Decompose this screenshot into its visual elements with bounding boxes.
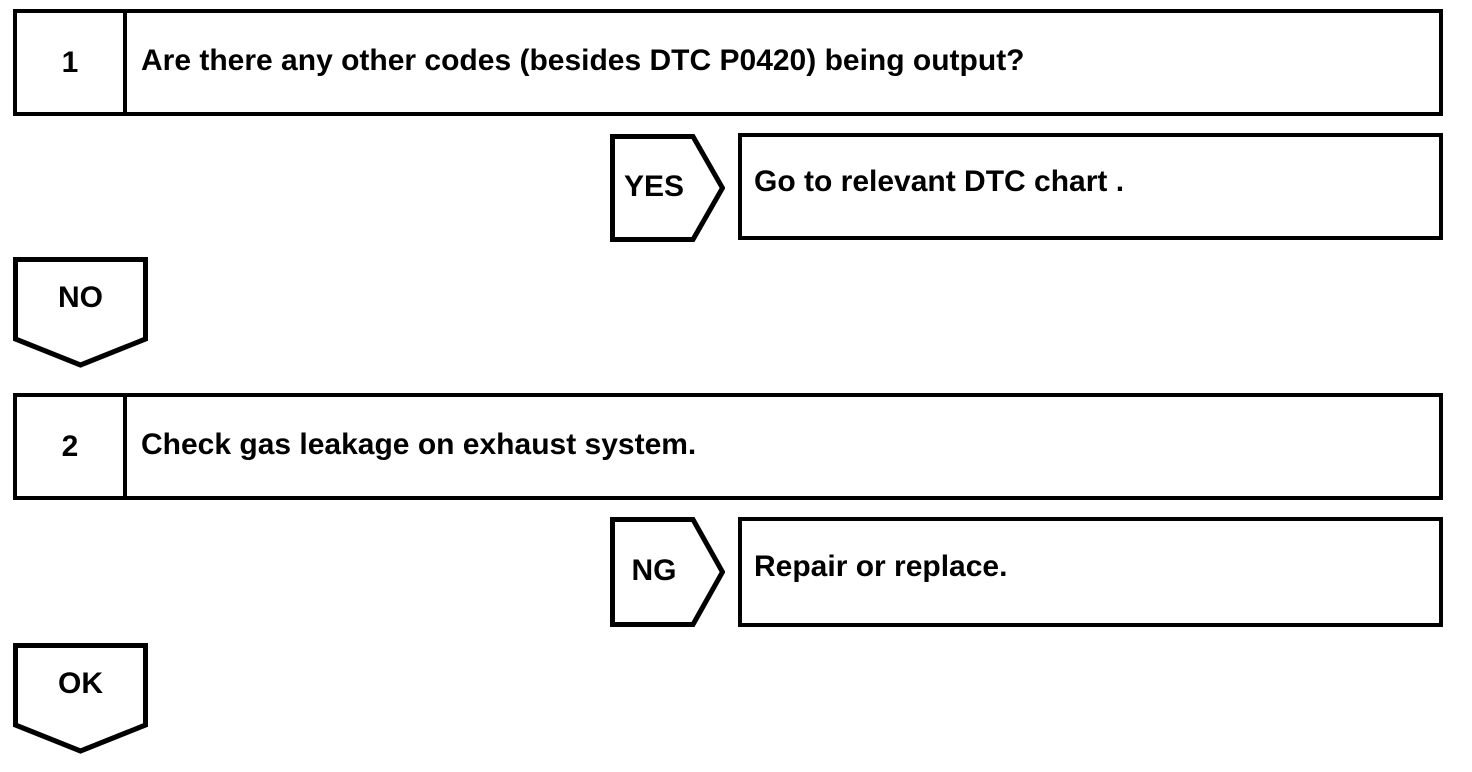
step-number: 2 [17, 397, 127, 496]
right-pointer-shape [610, 134, 725, 242]
right-pointer-shape [610, 517, 725, 627]
branch-result-ng: Repair or replace. [738, 517, 1443, 627]
branch-label: YES [623, 170, 685, 203]
step-box-2: 2 Check gas leakage on exhaust system. [13, 393, 1443, 500]
connector-tag-ok: OK [13, 643, 148, 755]
branch-label: NG [631, 554, 677, 587]
branch-tag-yes: YES [610, 134, 725, 242]
step-number: 1 [17, 13, 127, 112]
connector-label: OK [58, 667, 103, 700]
step-question: Are there any other codes (besides DTC P… [141, 43, 1025, 77]
connector-tag-no: NO [13, 257, 148, 369]
step-box-1: 1 Are there any other codes (besides DTC… [13, 9, 1443, 116]
down-pointer-shape [13, 257, 148, 368]
down-pointer-shape [13, 643, 148, 754]
step-question: Check gas leakage on exhaust system. [141, 427, 697, 461]
branch-result-yes: Go to relevant DTC chart . [738, 133, 1443, 240]
connector-label: NO [58, 281, 103, 314]
branch-tag-ng: NG [610, 517, 725, 627]
